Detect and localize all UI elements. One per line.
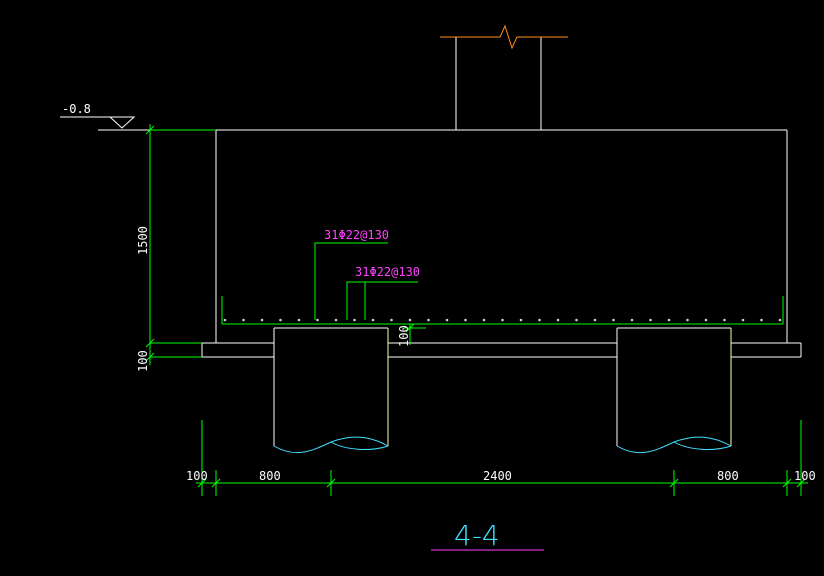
rebar-dot <box>482 318 486 322</box>
section-title: 4-4 <box>454 519 500 552</box>
rebar-dot <box>297 318 301 322</box>
dim-cap-height: 1500 <box>136 226 150 255</box>
bottom-rebar <box>221 296 784 325</box>
rebar-dot <box>593 318 597 322</box>
rebar-dot <box>723 318 726 322</box>
rebar-dot <box>316 318 319 322</box>
rebar-dot <box>778 318 782 322</box>
rebar-dot <box>334 318 338 322</box>
rebar-dot <box>686 318 689 322</box>
dim-right-edge: 100 <box>794 469 816 483</box>
rebar-dot <box>667 318 671 322</box>
rebar-dot <box>390 318 393 322</box>
pile-cap <box>215 129 788 343</box>
pile-right <box>616 327 732 454</box>
rebar-dot <box>649 318 652 322</box>
elevation-marker <box>60 116 150 131</box>
rebar-dot <box>371 318 375 322</box>
rebar-dot <box>612 318 615 322</box>
dim-cover: 100 <box>397 325 411 347</box>
rebar-dot <box>556 318 560 322</box>
dim-left-edge: 100 <box>186 469 208 483</box>
rebar-dot <box>501 318 504 322</box>
dim-right-pile: 800 <box>717 469 739 483</box>
rebar-dot <box>575 318 578 322</box>
rebar-dot <box>223 318 227 322</box>
rebar-dot <box>704 318 708 322</box>
rebar-dot <box>242 318 245 322</box>
rebar-label-bottom: 31Φ22@130 <box>355 265 420 279</box>
dim-bedding-height: 100 <box>136 350 150 372</box>
rebar-dot <box>741 318 745 322</box>
rebar-dot <box>519 318 523 322</box>
rebar-dot <box>445 318 449 322</box>
rebar-dot <box>630 318 634 322</box>
column-break-line <box>440 24 568 50</box>
rebar-dot <box>279 318 282 322</box>
rebar-dot <box>260 318 264 322</box>
rebar-dot <box>408 318 412 322</box>
dim-center: 2400 <box>483 469 512 483</box>
horizontal-dimension <box>196 420 808 496</box>
column <box>455 37 542 130</box>
vertical-dimension <box>145 124 216 365</box>
elevation-label: -0.8 <box>62 102 91 116</box>
pile-left <box>273 327 389 454</box>
cover-dimension <box>404 323 426 345</box>
rebar-label-top: 31Φ22@130 <box>324 228 389 242</box>
rebar-dot <box>760 318 763 322</box>
rebar-dots <box>223 318 782 322</box>
dim-left-pile: 800 <box>259 469 281 483</box>
rebar-dot <box>353 318 356 322</box>
rebar-dot <box>427 318 430 322</box>
rebar-dot <box>464 318 467 322</box>
rebar-leaders <box>314 242 418 320</box>
bedding-layer <box>201 342 802 358</box>
rebar-dot <box>538 318 541 322</box>
